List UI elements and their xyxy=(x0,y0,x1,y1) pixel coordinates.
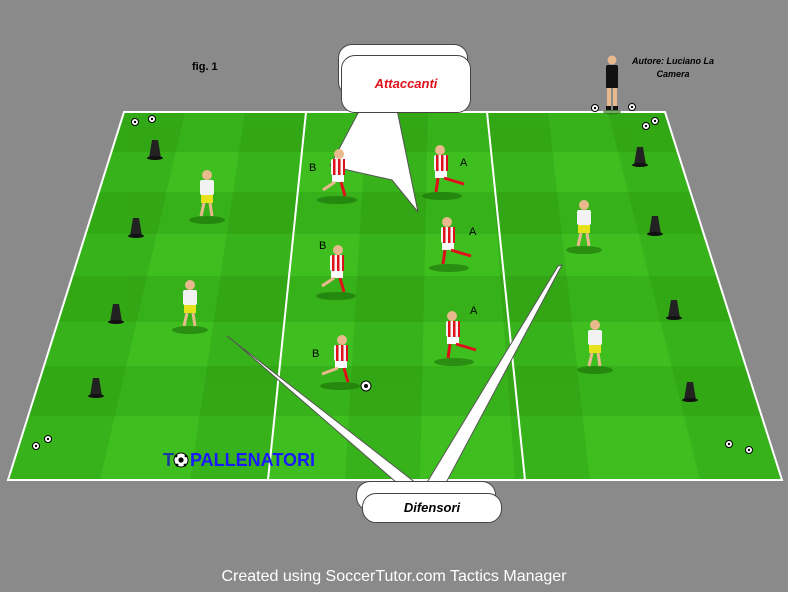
cone-icon xyxy=(147,140,163,160)
attacker-player xyxy=(320,335,360,390)
cone-icon xyxy=(128,218,144,238)
ball-icon xyxy=(745,446,753,454)
attacker-player xyxy=(434,311,477,366)
zone-line-left xyxy=(267,111,307,481)
figure-label: fig. 1 xyxy=(192,61,218,73)
cones xyxy=(88,140,698,402)
footer-credit: Created using SoccerTutor.com Tactics Ma… xyxy=(221,568,567,585)
coach-icon xyxy=(603,55,621,115)
defender-player xyxy=(566,200,602,254)
attackers xyxy=(316,145,477,390)
attacker-player xyxy=(429,217,472,272)
cone-icon xyxy=(108,304,124,324)
ball-icon xyxy=(32,442,40,450)
ball-icon xyxy=(591,104,599,112)
ball-icon xyxy=(44,435,52,443)
defenders-callout: Difensori xyxy=(362,493,502,523)
brand-prefix: T xyxy=(163,450,174,470)
ball-icon xyxy=(131,118,139,126)
cone-icon xyxy=(647,216,663,236)
attacker-player xyxy=(317,149,357,204)
player-label-b: B xyxy=(312,348,320,360)
ball-icon xyxy=(725,440,733,448)
attacker-player xyxy=(316,245,356,300)
author-credit: Autore: Luciano La Camera xyxy=(631,56,714,79)
ball-icon xyxy=(360,380,372,392)
attacker-player xyxy=(422,145,465,200)
cone-icon xyxy=(682,382,698,402)
soccer-ball-logo-icon xyxy=(173,452,189,468)
defender-player xyxy=(577,320,613,374)
player-label-b: B xyxy=(319,240,327,252)
player-label-a: A xyxy=(460,157,468,169)
brand-logo: T PALLENATORI xyxy=(163,450,315,471)
ball-icon xyxy=(628,103,636,111)
ball-icon xyxy=(642,122,650,130)
ball-icon xyxy=(651,117,659,125)
player-label-a: A xyxy=(470,305,478,317)
brand-name: PALLENATORI xyxy=(190,450,315,470)
defender-player xyxy=(189,170,225,224)
defender-player xyxy=(172,280,208,334)
ball-icon xyxy=(148,115,156,123)
player-label-a: A xyxy=(469,226,477,238)
zone-line-right xyxy=(486,111,526,481)
balls xyxy=(32,103,753,454)
cone-icon xyxy=(632,147,648,167)
cone-icon xyxy=(666,300,682,320)
attackers-callout: Attaccanti xyxy=(341,55,471,113)
defenders xyxy=(172,170,613,374)
cone-icon xyxy=(88,378,104,398)
player-label-b: B xyxy=(309,162,317,174)
